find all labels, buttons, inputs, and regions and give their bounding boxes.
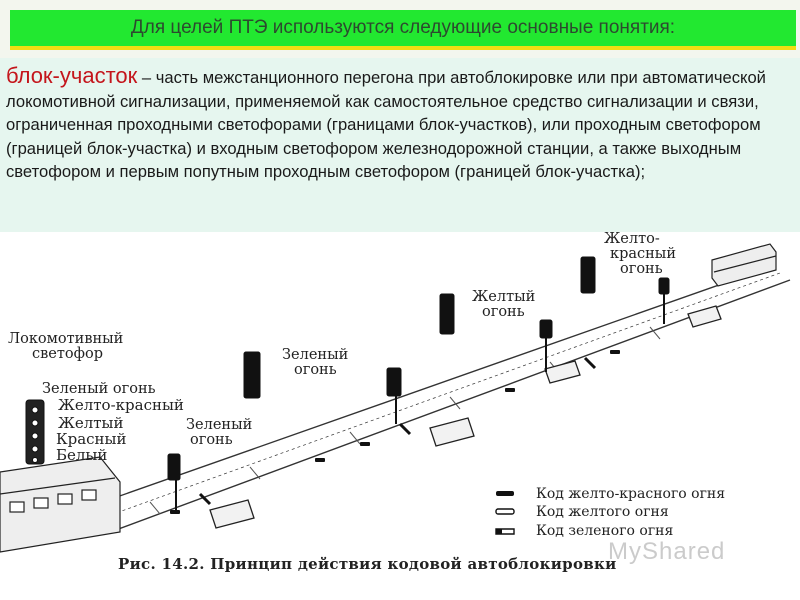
label-loco-signal-line1: Локомотивный bbox=[8, 331, 124, 347]
wayside-signals bbox=[167, 256, 670, 512]
label-green-light-low: Зеленый огонь bbox=[186, 417, 253, 449]
legend-label-green: Код зеленого огня bbox=[536, 523, 674, 539]
relay-boxes bbox=[209, 305, 722, 529]
label-loco-red: Красный bbox=[56, 430, 127, 448]
block-section-figure: Локомотивный светофор Зеленый огонь Желт… bbox=[0, 231, 800, 600]
label-green-light-low-line2: огонь bbox=[190, 432, 233, 449]
legend-mark-yellow-red bbox=[492, 489, 518, 499]
label-yellow-light: Желтый огонь bbox=[472, 289, 536, 321]
legend-label-yellow: Код желтого огня bbox=[536, 504, 669, 520]
label-yellow-red-light-line2: красный bbox=[610, 246, 676, 263]
label-loco-signal-line2: светофор bbox=[32, 346, 103, 363]
code-marks bbox=[170, 350, 620, 514]
label-loco-signal: Локомотивный светофор bbox=[8, 331, 124, 363]
legend-label-yellow-red: Код желто-красного огня bbox=[536, 486, 726, 502]
label-yellow-light-line1: Желтый bbox=[472, 289, 536, 305]
label-loco-green: Зеленый огонь bbox=[42, 381, 156, 397]
legend-marks bbox=[495, 491, 515, 535]
header: Для целей ПТЭ используются следующие осн… bbox=[0, 0, 800, 58]
label-yellow-red-light-line1: Желто- bbox=[604, 231, 660, 247]
track-diagram bbox=[0, 243, 791, 553]
label-loco-yellow-red: Желто-красный bbox=[58, 396, 184, 414]
label-yellow-red-light: Желто- красный огонь bbox=[604, 231, 676, 278]
legend-yellow-code: Код желтого огня bbox=[492, 503, 669, 521]
label-green-light-mid-line2: огонь bbox=[294, 362, 337, 379]
label-green-light-mid: Зеленый огонь bbox=[282, 347, 349, 379]
label-loco-yellow: Желтый bbox=[58, 414, 124, 432]
legend-yellow-red-code: Код желто-красного огня bbox=[492, 485, 725, 503]
locomotive-signal-panel bbox=[25, 399, 45, 465]
definition-text: – часть межстанционного перегона при авт… bbox=[6, 68, 766, 181]
label-green-light-low-line1: Зеленый bbox=[186, 417, 253, 433]
definition-term: блок-участок bbox=[6, 63, 138, 88]
train-left bbox=[0, 456, 121, 553]
label-yellow-light-line2: огонь bbox=[482, 304, 525, 321]
insulating-joints bbox=[198, 356, 597, 506]
train-right bbox=[711, 243, 777, 287]
legend-mark-yellow bbox=[492, 507, 518, 517]
slide-title: Для целей ПТЭ используются следующие осн… bbox=[130, 17, 676, 38]
legend-mark-green bbox=[492, 526, 518, 536]
label-green-light-mid-line1: Зеленый bbox=[282, 347, 349, 363]
definition-paragraph: блок-участок – часть межстанционного пер… bbox=[6, 64, 796, 184]
figure-caption: Рис. 14.2. Принцип действия кодовой авто… bbox=[118, 555, 617, 573]
watermark: MyShared bbox=[608, 538, 726, 565]
legend-green-code: Код зеленого огня bbox=[492, 522, 673, 540]
label-loco-white: Белый bbox=[56, 446, 108, 464]
header-bar: Для целей ПТЭ используются следующие осн… bbox=[10, 10, 796, 46]
label-yellow-red-light-line3: огонь bbox=[620, 261, 663, 278]
